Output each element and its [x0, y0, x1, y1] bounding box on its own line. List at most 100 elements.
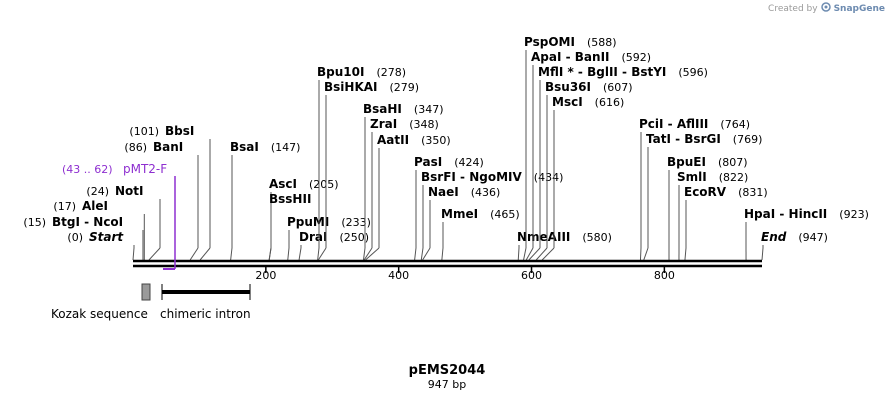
site-connector-line — [517, 247, 520, 261]
site-bsai[interactable]: BsaI(147) — [230, 140, 300, 261]
feature-kozak-sequence[interactable]: Kozak sequence — [51, 283, 151, 321]
site-connector-line — [441, 247, 444, 261]
site-position: (607) — [603, 81, 633, 94]
watermark-created-by: Created by — [768, 3, 818, 14]
site-position: (807) — [718, 156, 748, 169]
site-name: SmlI — [677, 170, 707, 184]
site-bani[interactable]: BanI(86) — [124, 140, 199, 261]
site-connector-line — [287, 247, 290, 261]
site-connector-line — [643, 247, 649, 261]
primer-layer: (43 .. 62)pMT2-F — [62, 162, 176, 270]
site-name: HpaI - HincII — [744, 207, 827, 221]
site-connector-line — [639, 247, 642, 261]
site-name: AatII — [377, 133, 409, 147]
site-connector-line — [148, 247, 161, 261]
site-tati-bsrgi[interactable]: TatI - BsrGI(769) — [643, 132, 763, 261]
site-bsshii[interactable]: BssHII — [268, 192, 311, 261]
site-name: Bpu10I — [317, 65, 364, 79]
site-bsihkai[interactable]: BsiHKAI (279) — [317, 80, 420, 261]
site-name: PasI — [414, 155, 442, 169]
site-connector-line — [132, 247, 135, 261]
site-pasi[interactable]: PasI (424) — [414, 155, 484, 261]
site-start[interactable]: Start(0) — [67, 230, 135, 261]
site-bsahi[interactable]: BsaHI(347) — [362, 102, 444, 261]
site-name: Bsu36I — [545, 80, 591, 94]
site-connector-line — [523, 247, 527, 261]
site-name: ZraI — [370, 117, 397, 131]
site-name: NaeI — [428, 185, 459, 199]
backbone — [133, 259, 762, 268]
site-aatii[interactable]: AatII(350) — [365, 133, 451, 261]
site-pspomi[interactable]: PspOMI (588) — [523, 35, 617, 261]
site-name: BssHII — [269, 192, 311, 206]
site-msci[interactable]: MscI(616) — [541, 95, 625, 261]
site-name: BbsI — [165, 124, 194, 138]
site-bsrfi-ngomiv[interactable]: BsrFI - NgoMIV(434) — [420, 170, 563, 261]
site-zrai[interactable]: ZraI (348) — [363, 117, 439, 261]
site-name: AscI — [269, 177, 297, 191]
site-name: BsaHI — [363, 102, 402, 116]
site-btgi-ncoi[interactable]: BtgI - NcoI(15) — [23, 215, 144, 260]
ruler-tick-600: 600 — [521, 266, 542, 282]
site-naei[interactable]: NaeI (436) — [422, 185, 501, 261]
site-bsu36i[interactable]: Bsu36I (607) — [535, 80, 633, 261]
site-connector-line — [365, 247, 380, 261]
primer-position: (43 .. 62) — [62, 163, 113, 176]
site-connector-line — [761, 247, 764, 261]
site-end[interactable]: End(947) — [761, 230, 828, 261]
site-position: (278) — [376, 66, 406, 79]
site-position: (101) — [129, 125, 159, 138]
site-connector-line — [268, 247, 272, 261]
site-name: PspOMI — [524, 35, 575, 49]
site-bpu10i[interactable]: Bpu10I (278) — [317, 65, 406, 261]
site-position: (15) — [23, 216, 46, 229]
site-name: NmeAIII — [517, 230, 570, 244]
site-name: AleI — [82, 199, 108, 213]
map-title: pEMS2044 — [409, 363, 486, 378]
site-connector-line — [541, 247, 555, 261]
site-position: (616) — [595, 96, 625, 109]
site-name: TatI - BsrGI — [646, 132, 721, 146]
site-nmeaiii[interactable]: NmeAIII(580) — [517, 230, 612, 261]
feature-chimeric-intron[interactable]: chimeric intron — [160, 284, 251, 321]
site-smli[interactable]: SmlI(822) — [677, 170, 748, 261]
site-bbsi[interactable]: BbsI (101) — [129, 124, 211, 261]
primer-pmt2-f[interactable]: (43 .. 62)pMT2-F — [62, 162, 176, 270]
site-name: BanI — [153, 140, 183, 154]
site-ecorv[interactable]: EcoRV(831) — [684, 185, 768, 261]
ruler-tick-label: 400 — [388, 269, 409, 282]
ruler-tick-label: 800 — [654, 269, 675, 282]
site-pcii-afliii[interactable]: PciI - AflIII(764) — [639, 117, 750, 261]
site-bpuei[interactable]: BpuEI(807) — [667, 155, 748, 261]
site-position: (588) — [587, 36, 617, 49]
ruler-tick-label: 600 — [521, 269, 542, 282]
kozak-box — [141, 283, 151, 301]
site-position: (436) — [471, 186, 501, 199]
intron-label: chimeric intron — [160, 307, 251, 321]
site-position: (424) — [454, 156, 484, 169]
watermark-brand: SnapGene — [833, 3, 885, 14]
site-connector-line — [525, 247, 534, 261]
site-mfli-bglii-bstyi[interactable]: MflI * - BglII - BstYI(596) — [528, 65, 708, 261]
site-connector-line — [189, 247, 199, 261]
site-position: (24) — [86, 185, 109, 198]
map-length: 947 bp — [428, 378, 466, 391]
site-name: MmeI — [441, 207, 478, 221]
site-position: (923) — [839, 208, 869, 221]
site-connector-line — [363, 247, 373, 261]
site-name: BsiHKAI — [324, 80, 378, 94]
site-name: DraI — [299, 230, 327, 244]
site-alei[interactable]: AleI(17) — [53, 199, 145, 260]
site-position: (279) — [390, 81, 420, 94]
site-noti[interactable]: NotI(24) — [86, 184, 161, 261]
site-apai-banii[interactable]: ApaI - BanII(592) — [525, 50, 651, 261]
site-name: PciI - AflIII — [639, 117, 708, 131]
site-drai[interactable]: DraI(250) — [298, 230, 369, 261]
site-mmei[interactable]: MmeI(465) — [441, 207, 520, 261]
site-hpai-hincii[interactable]: HpaI - HincII (923) — [744, 207, 869, 261]
ruler-tick-label: 200 — [255, 269, 276, 282]
site-connector-line — [317, 247, 327, 261]
site-connector-line — [414, 247, 417, 261]
site-position: (348) — [409, 118, 439, 131]
restriction-sites-layer: Start(0)BtgI - NcoI(15)AleI(17)NotI(24)B… — [23, 35, 869, 261]
